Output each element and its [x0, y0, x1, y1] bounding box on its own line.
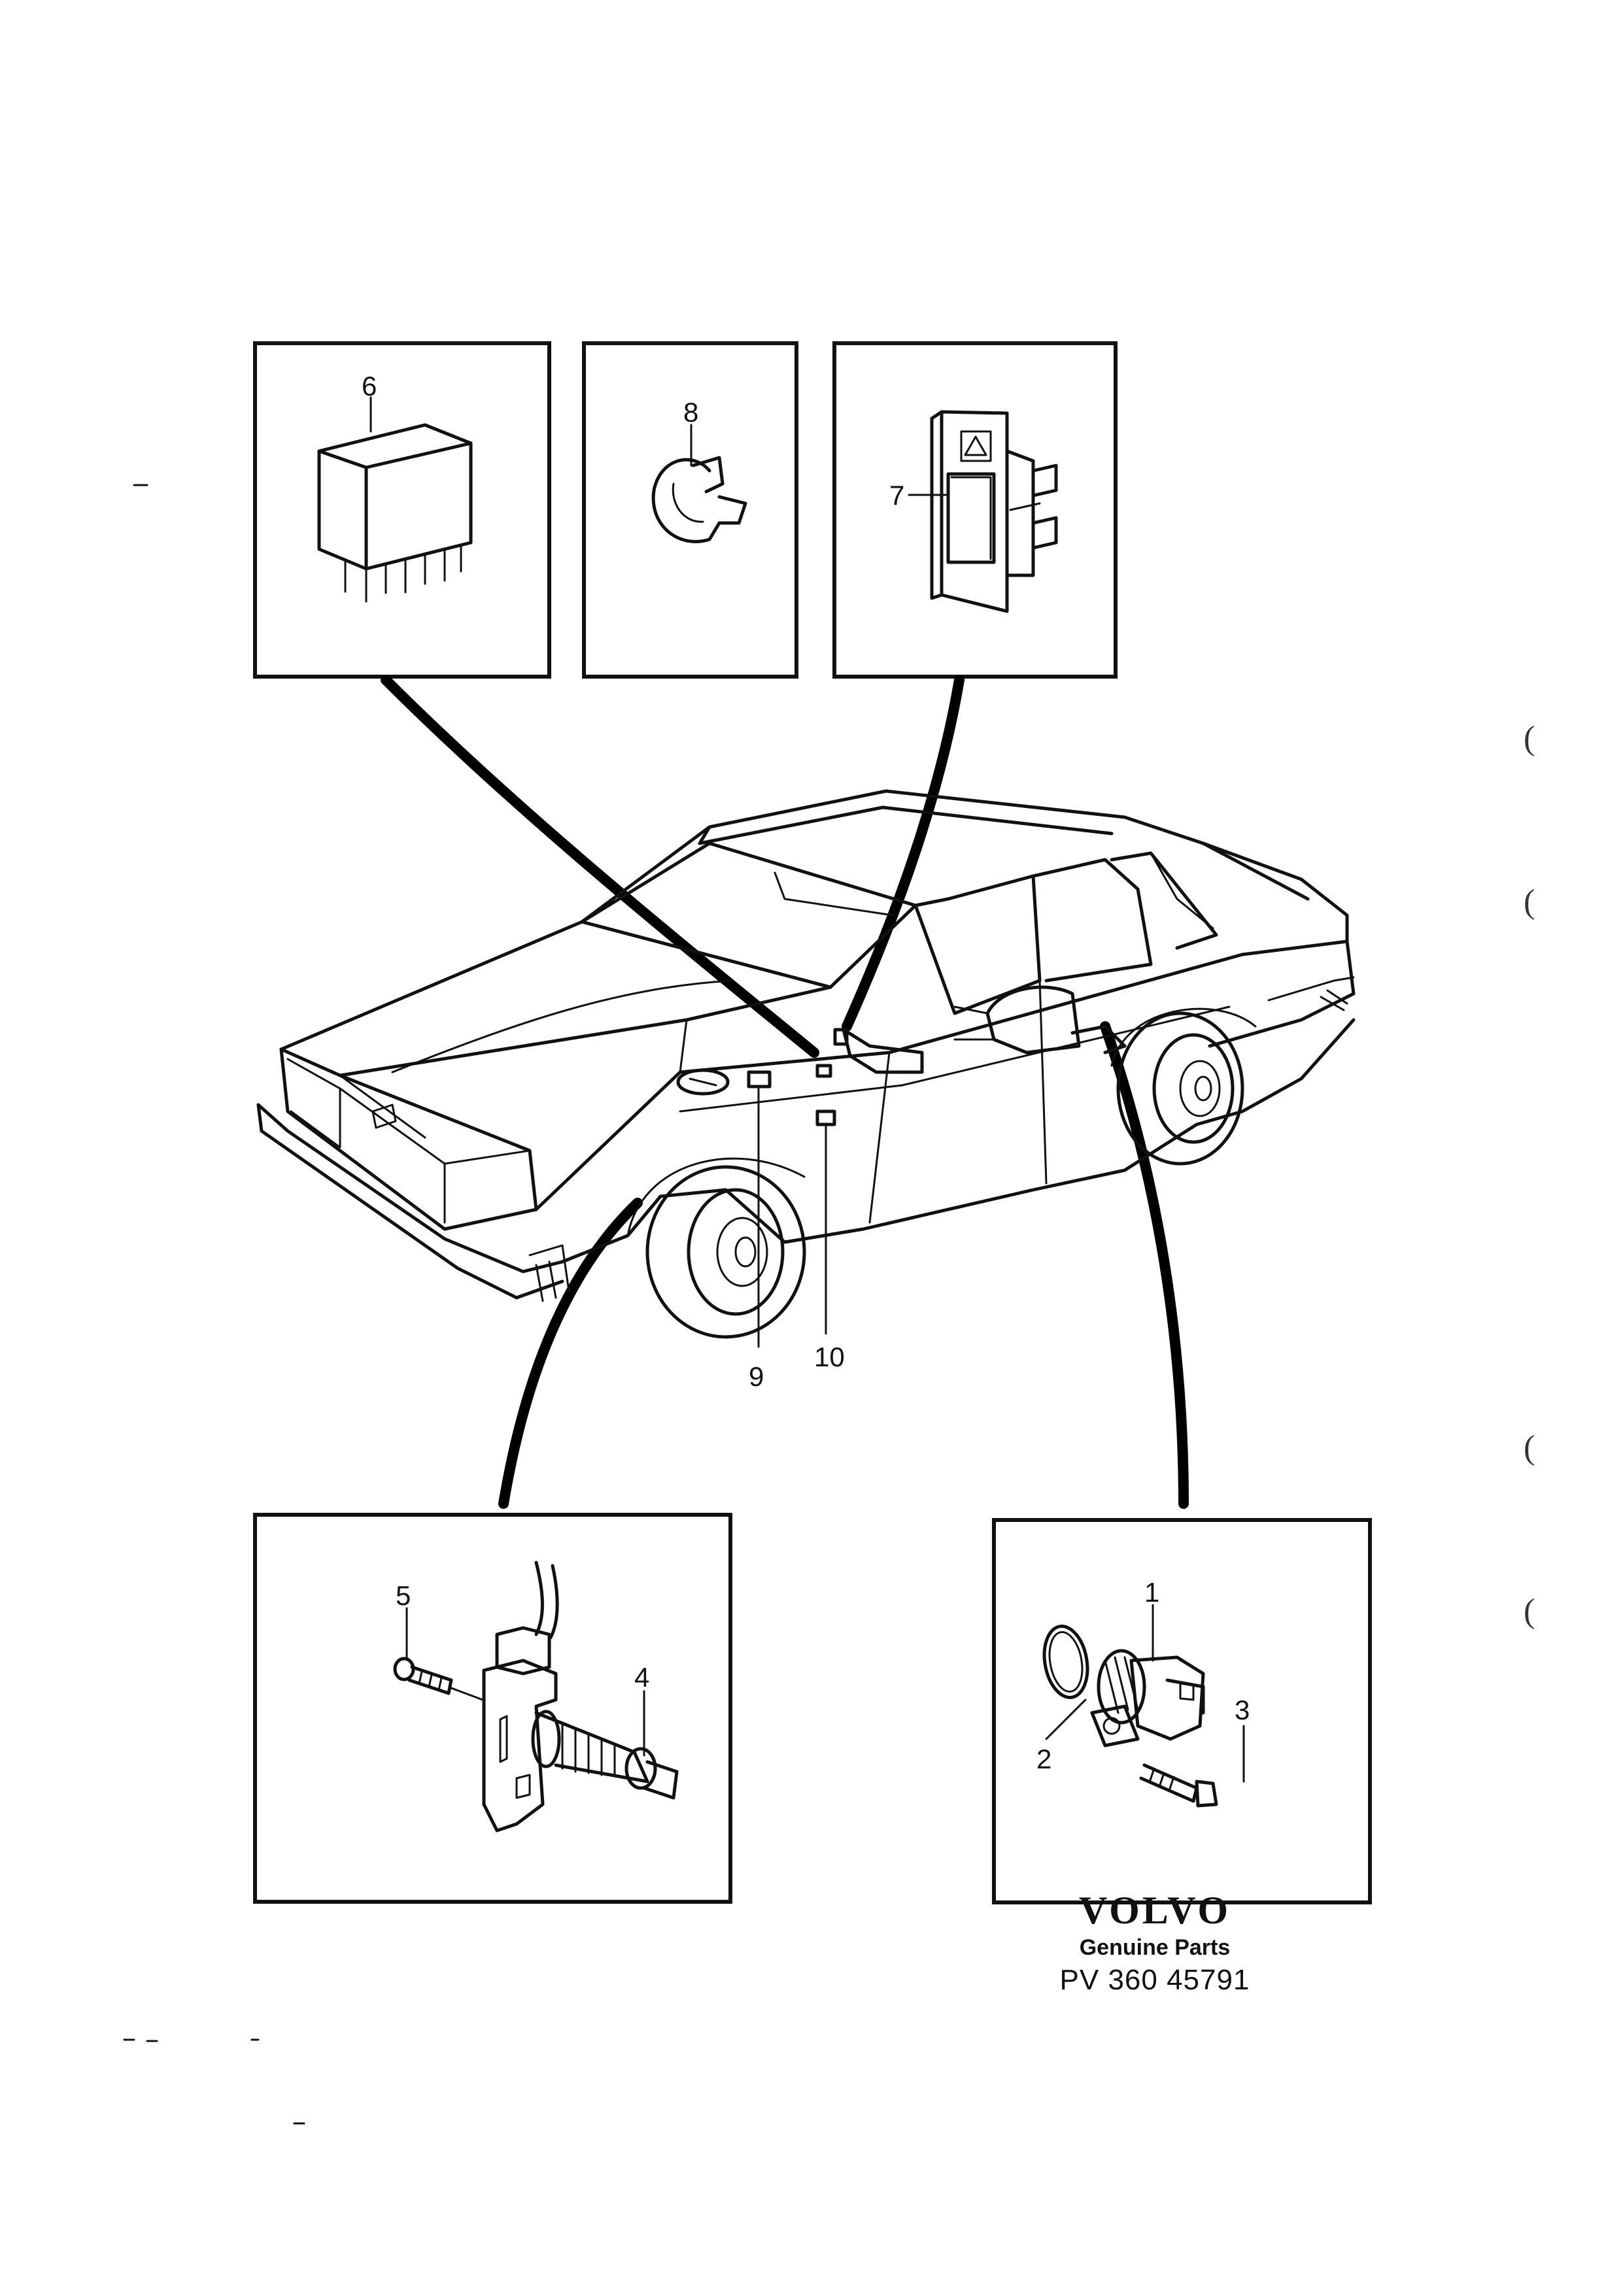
callout-2-leader	[1045, 1698, 1087, 1740]
margin-mark: (	[1524, 1593, 1535, 1630]
car-illustration	[256, 789, 1356, 1348]
brand-subtitle: Genuine Parts	[1079, 1935, 1231, 1960]
detail-box-rear-sensor: 1 2 3	[992, 1518, 1372, 1904]
detail-box-front-sensor: 5 4	[253, 1513, 732, 1904]
leader-sensor-rear	[1100, 1021, 1189, 1509]
component-10	[815, 1109, 836, 1126]
hazard-switch-part	[930, 410, 1058, 613]
callout-10: 10	[814, 1342, 845, 1372]
leader-sensor-front	[498, 1198, 643, 1509]
callout-1: 1	[1144, 1577, 1159, 1608]
margin-mark: (	[1524, 720, 1535, 757]
volvo-logo: VOLVO	[1078, 1889, 1231, 1932]
leader-relay	[381, 675, 819, 1058]
part-code: PV 360 45791	[1059, 1964, 1250, 1996]
screw-5-part	[393, 1657, 484, 1701]
detail-box-clip: 8	[582, 341, 798, 679]
detail-box-switch: 7	[832, 341, 1118, 679]
callout-5: 5	[396, 1580, 411, 1611]
o-ring-2-part	[1042, 1625, 1089, 1699]
clip-part	[651, 456, 747, 543]
callout-9: 9	[749, 1361, 764, 1392]
callout-6: 6	[362, 371, 377, 401]
screw-3-part	[1139, 1763, 1218, 1808]
sensor-4-part	[482, 1561, 679, 1832]
callout-2: 2	[1036, 1744, 1051, 1774]
margin-mark: (	[1524, 1429, 1535, 1466]
callout-3: 3	[1235, 1695, 1250, 1725]
detail-box-relay: 6	[253, 341, 551, 679]
component-9	[747, 1070, 772, 1089]
margin-mark: (	[1524, 883, 1535, 920]
relay-part	[317, 423, 473, 603]
leader-switch	[842, 675, 965, 1032]
callout-7: 7	[889, 480, 904, 511]
callout-8: 8	[683, 397, 698, 428]
scan-marks	[123, 484, 305, 2125]
callout-4: 4	[634, 1662, 649, 1693]
sensor-1-part	[1090, 1649, 1205, 1747]
